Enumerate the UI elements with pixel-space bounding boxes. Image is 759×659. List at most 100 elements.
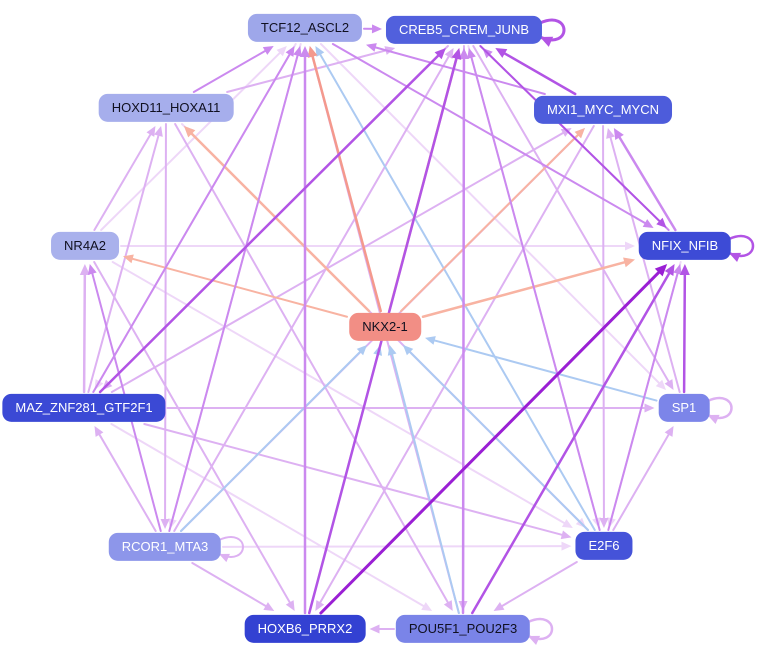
edge-HOXD11_HOXA11-RCOR1_MTA3 [160,123,170,529]
node-MAZ_ZNF281_GTF2F1[interactable]: MAZ_ZNF281_GTF2F1 [2,393,166,423]
edge-NKX2-1-TCF12_ASCL2 [307,46,382,313]
arrowhead [425,336,436,345]
edge-MAZ_ZNF281_GTF2F1-E2F6 [143,423,572,540]
node-label: POU5F1_POU2F3 [408,620,518,636]
edge-HOXD11_HOXA11-POU5F1_POU2F3 [174,123,453,611]
arrowhead [403,345,414,356]
arrowhead [421,602,433,611]
node-MXI1_MYC_MYCN[interactable]: MXI1_MYC_MYCN [534,95,672,125]
arrowhead [262,46,274,55]
edge-SP1-NKX2-1 [425,336,658,402]
edge-SP1-NFIX_NFIB [679,264,690,394]
node-HOXB6_PRRX2[interactable]: HOXB6_PRRX2 [244,614,366,644]
node-TCF12_ASCL2[interactable]: TCF12_ASCL2 [247,13,363,43]
arrowhead [623,257,635,268]
edge-NKX2-1-NFIX_NFIB [421,257,635,318]
node-label: NKX2-1 [362,318,408,334]
arrowhead [300,46,310,57]
edge-NKX2-1-HOXD11_HOXA11 [184,126,371,313]
arrowhead [458,48,469,60]
node-HOXD11_HOXA11[interactable]: HOXD11_HOXA11 [98,93,234,123]
edge-POU5F1_POU2F3-NFIX_NFIB [471,264,675,615]
node-label: SP1 [671,399,697,415]
edge-RCOR1_MTA3-E2F6 [222,541,572,551]
edge-POU5F1_POU2F3-CREB5_CREM_JUNB [458,48,469,615]
node-label: NFIX_NFIB [651,237,719,253]
arrowhead [561,519,573,528]
arrowhead [664,264,675,277]
node-NKX2-1[interactable]: NKX2-1 [349,312,421,342]
edge-RCOR1_MTA3-CREB5_CREM_JUNB [173,48,454,532]
edge-MXI1_MYC_MYCN-E2F6 [599,125,609,528]
edge-MXI1_MYC_MYCN-CREB5_CREM_JUNB [495,48,577,96]
edge-NR4A2-NFIX_NFIB [120,241,635,251]
arrowhead [625,241,635,251]
node-label: HOXB6_PRRX2 [257,620,353,636]
edge-NR4A2-TCF12_ASCL2 [100,46,287,231]
arrowhead [276,46,287,57]
edge-MAZ_ZNF281_GTF2F1-HOXD11_HOXA11 [87,126,163,393]
edge-CREB5_CREM_JUNB-NFIX_NFIB [479,45,667,228]
edge-MAZ_ZNF281_GTF2F1-MXI1_MYC_MYCN [110,128,572,393]
arrowhead [574,128,585,139]
node-NFIX_NFIB[interactable]: NFIX_NFIB [638,231,732,261]
node-CREB5_CREM_JUNB[interactable]: CREB5_CREM_JUNB [385,15,543,45]
edge-MXI1_MYC_MYCN-TCF12_ASCL2 [366,43,546,95]
arrowhead [79,264,90,276]
arrowhead [371,24,382,34]
edge-MAZ_ZNF281_GTF2F1-TCF12_ASCL2 [92,46,295,393]
arrowhead [729,252,742,262]
arrowhead [707,414,720,424]
edge-NFIX_NFIB-MXI1_MYC_MYCN [613,128,677,232]
arrowhead [184,126,196,138]
edge-RCOR1_MTA3-RCOR1_MTA3 [218,536,244,563]
node-NR4A2[interactable]: NR4A2 [51,231,119,261]
arrowhead [540,36,554,47]
arrowhead [315,600,325,611]
arrowhead [307,46,318,58]
edge-E2F6-NFIX_NFIB [607,264,682,531]
edge-E2F6-CREB5_CREM_JUNB [467,48,601,531]
arrowhead [94,426,104,437]
edge-RCOR1_MTA3-HOXB6_PRRX2 [191,562,275,611]
edge-HOXB6_PRRX2-NFIX_NFIB [319,264,668,615]
arrowhead [656,217,667,228]
edge-CREB5_CREM_JUNB-CREB5_CREM_JUNB [538,18,566,47]
edge-NR4A2-HOXD11_HOXA11 [93,126,156,231]
edge-E2F6-NKX2-1 [403,345,589,531]
arrowhead [146,126,156,137]
node-label: HOXD11_HOXA11 [111,99,221,115]
arrowhead [451,48,462,60]
arrowhead [644,403,655,413]
edge-NFIX_NFIB-NFIX_NFIB [727,234,755,262]
arrowhead [123,254,134,264]
arrowhead [444,48,454,59]
edge-RCOR1_MTA3-NKX2-1 [180,345,367,532]
edge-MAZ_ZNF281_GTF2F1-NR4A2 [79,264,90,394]
edge-HOXB6_PRRX2-TCF12_ASCL2 [300,46,310,615]
edge-RCOR1_MTA3-MAZ_ZNF281_GTF2F1 [94,426,157,532]
arrowhead [356,345,367,356]
arrowhead [285,46,295,57]
node-E2F6[interactable]: E2F6 [575,531,633,561]
arrowhead [88,264,97,275]
arrowhead [528,635,541,645]
node-SP1[interactable]: SP1 [658,393,710,423]
arrowhead [154,126,163,137]
edge-MAZ_ZNF281_GTF2F1-POU5F1_POU2F3 [110,423,433,611]
arrowhead [495,48,508,58]
node-RCOR1_MTA3[interactable]: RCOR1_MTA3 [108,532,222,562]
arrowhead [654,264,668,277]
arrowhead [613,128,624,141]
edge-TCF12_ASCL2-CREB5_CREM_JUNB [363,24,382,34]
node-label: TCF12_ASCL2 [260,19,350,35]
edge-E2F6-SP1 [612,426,674,531]
edge-NR4A2-HOXB6_PRRX2 [93,261,295,611]
arrowhead [655,379,667,390]
arrowhead [493,602,505,611]
node-POU5F1_POU2F3[interactable]: POU5F1_POU2F3 [395,614,531,644]
arrowhead [467,48,476,59]
node-label: MAZ_ZNF281_GTF2F1 [15,399,153,415]
